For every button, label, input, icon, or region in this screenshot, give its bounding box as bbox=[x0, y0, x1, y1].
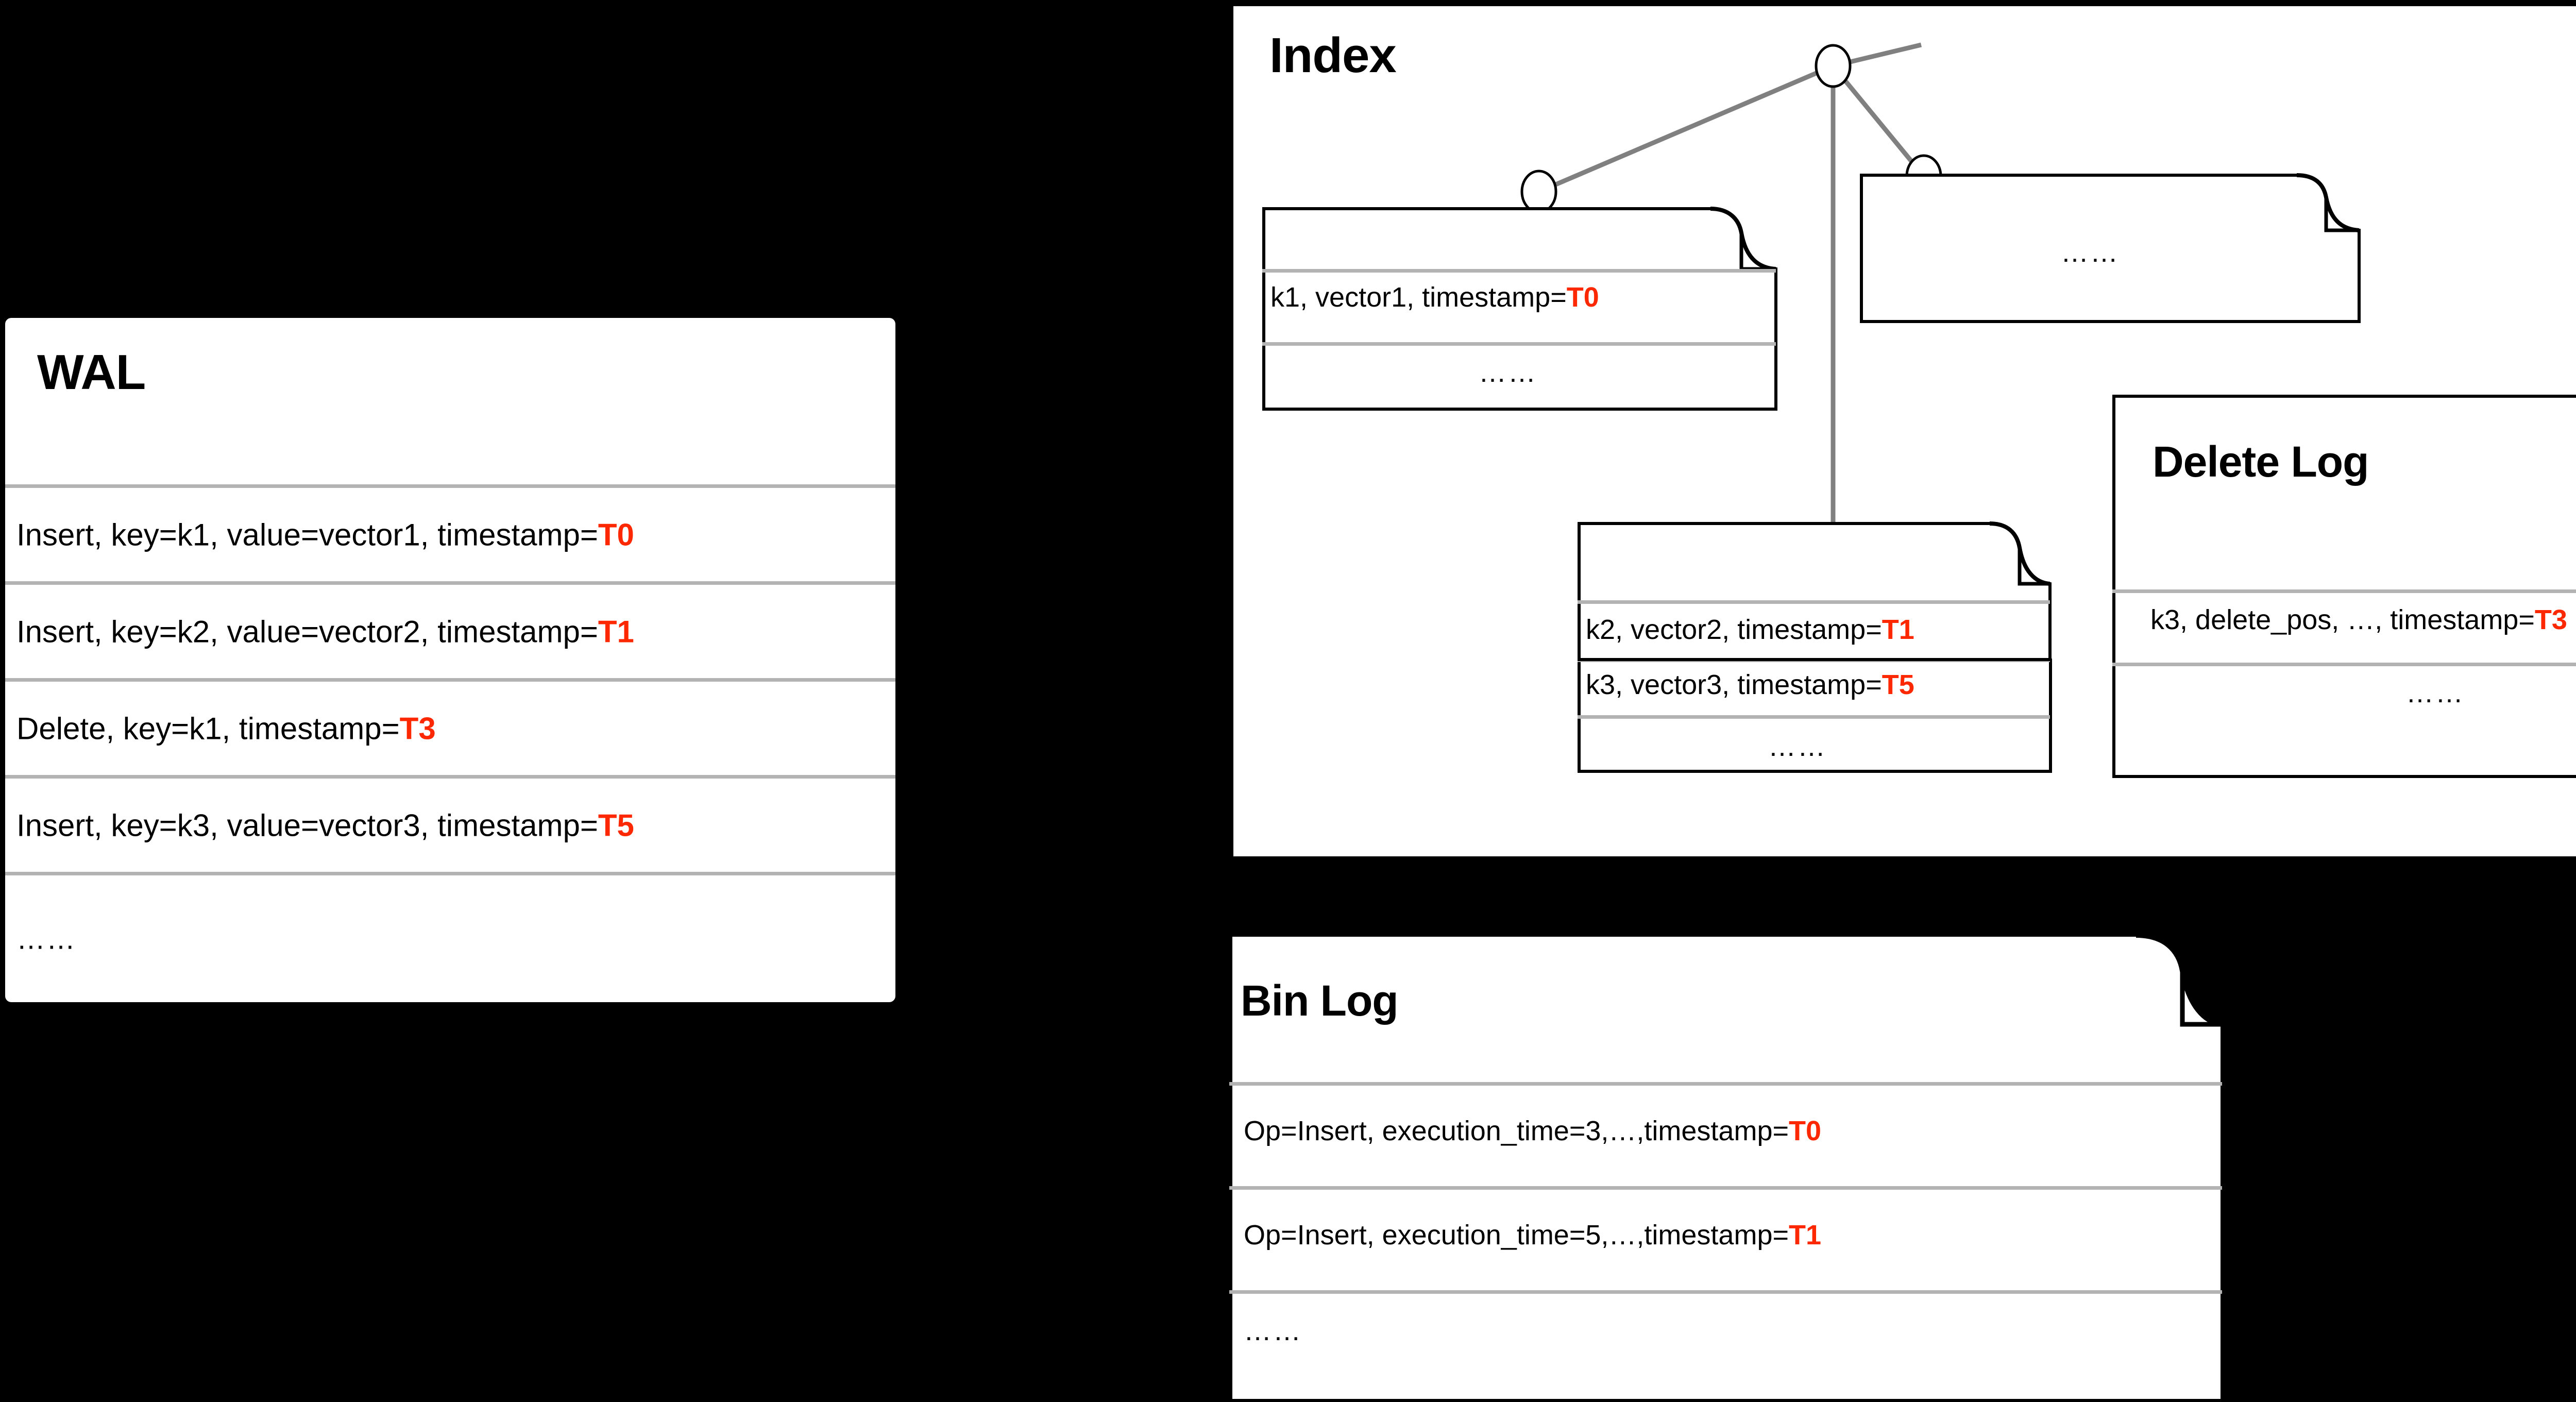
leaf-row-text: k3, vector3, timestamp=T5 bbox=[1586, 669, 1914, 700]
index-leaf-k1: k1, vector1, timestamp=T0 …… bbox=[1262, 207, 1777, 411]
leaf-row-text: k2, vector2, timestamp=T1 bbox=[1586, 614, 1914, 645]
wal-row-text: …… bbox=[16, 922, 76, 955]
wal-row-text: Insert, key=k1, value=vector1, timestamp… bbox=[16, 517, 634, 552]
document-shape-icon bbox=[2112, 395, 2576, 778]
delete-log-row-text: k3, delete_pos, …, timestamp=T3 bbox=[2150, 604, 2567, 635]
document-shape-icon bbox=[1578, 521, 2052, 661]
delete-log-card: Delete Log k3, delete_pos, …, timestamp=… bbox=[2112, 395, 2576, 778]
row-divider bbox=[1229, 1290, 2222, 1294]
row-divider bbox=[1229, 1186, 2222, 1190]
index-leaf-k2k3-doc: k3, vector3, timestamp=T5 …… bbox=[1578, 658, 2052, 773]
leaf-row-text: …… bbox=[1768, 731, 1827, 762]
timestamp-value: T1 bbox=[598, 614, 634, 649]
wal-card: WAL Insert, key=k1, value=vector1, times… bbox=[5, 318, 895, 1002]
tree-node-root bbox=[1815, 44, 1852, 88]
wal-row: Delete, key=k1, timestamp=T3 bbox=[5, 678, 895, 775]
timestamp-value: T5 bbox=[1882, 669, 1914, 700]
delete-log-title: Delete Log bbox=[2153, 437, 2369, 486]
bin-log-card: Bin Log Op=Insert, execution_time=3,…,ti… bbox=[1229, 933, 2224, 1402]
row-divider bbox=[1262, 342, 1776, 346]
leaf-row-text: k1, vector1, timestamp=T0 bbox=[1270, 282, 1599, 313]
delete-log-row-text: …… bbox=[2406, 678, 2465, 708]
wal-row-text: Delete, key=k1, timestamp=T3 bbox=[16, 711, 436, 746]
bin-log-row-text: …… bbox=[1244, 1315, 1302, 1346]
bin-log-row-text: Op=Insert, execution_time=3,…,timestamp=… bbox=[1244, 1116, 1822, 1146]
bin-log-title: Bin Log bbox=[1241, 976, 1399, 1025]
row-divider bbox=[2112, 589, 2576, 593]
tree-node-left bbox=[1520, 170, 1557, 214]
wal-row-text: Insert, key=k3, value=vector3, timestamp… bbox=[16, 808, 634, 842]
row-divider bbox=[1229, 1082, 2222, 1086]
wal-row: …… bbox=[5, 872, 895, 1002]
index-leaf-right: …… bbox=[1860, 173, 2361, 323]
wal-row: Insert, key=k2, value=vector2, timestamp… bbox=[5, 581, 895, 678]
wal-row: Insert, key=k3, value=vector3, timestamp… bbox=[5, 775, 895, 872]
wal-row: Insert, key=k1, value=vector1, timestamp… bbox=[5, 484, 895, 581]
row-divider bbox=[1578, 715, 2050, 719]
document-shape-icon bbox=[1229, 933, 2224, 1402]
document-shape-icon bbox=[1860, 173, 2361, 323]
timestamp-value: T3 bbox=[2534, 604, 2567, 635]
timestamp-value: T0 bbox=[1566, 282, 1599, 313]
index-leaf-k2k3-head: k2, vector2, timestamp=T1 bbox=[1578, 521, 2052, 661]
index-title: Index bbox=[1269, 28, 1397, 83]
timestamp-value: T3 bbox=[399, 711, 436, 746]
timestamp-value: T1 bbox=[1789, 1220, 1822, 1251]
timestamp-value: T5 bbox=[598, 808, 634, 842]
timestamp-value: T0 bbox=[598, 517, 634, 552]
bin-log-row-text: Op=Insert, execution_time=5,…,timestamp=… bbox=[1244, 1220, 1822, 1251]
timestamp-value: T0 bbox=[1789, 1116, 1822, 1146]
row-divider bbox=[1262, 269, 1776, 273]
leaf-row-text: …… bbox=[1479, 357, 1537, 388]
timestamp-value: T1 bbox=[1882, 614, 1914, 645]
wal-title: WAL bbox=[37, 345, 146, 400]
tree-edge-root-left bbox=[1538, 63, 1834, 194]
tree-edge-root-right bbox=[1831, 64, 1926, 178]
leaf-row-text: …… bbox=[2061, 237, 2120, 268]
row-divider bbox=[1578, 600, 2050, 604]
row-divider bbox=[2112, 663, 2576, 666]
wal-row-text: Insert, key=k2, value=vector2, timestamp… bbox=[16, 614, 634, 649]
